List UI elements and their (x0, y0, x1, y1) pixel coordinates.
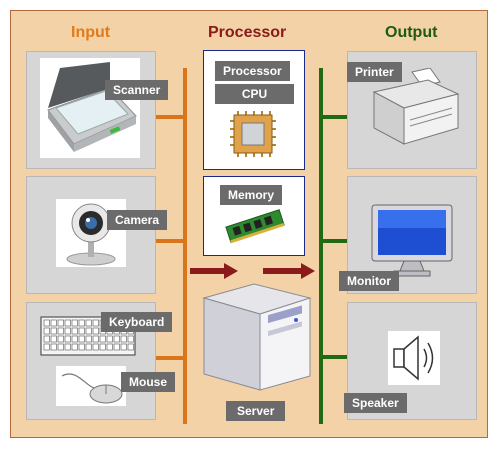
printer-icon (372, 68, 460, 145)
scanner-icon (40, 58, 140, 158)
processor-label: Processor (215, 61, 290, 81)
monitor-label: Monitor (339, 271, 399, 291)
processor-to-output-arrow (263, 263, 315, 279)
cpu-chip-icon (230, 111, 276, 157)
input-to-processor-arrow (190, 263, 238, 279)
printer-label: Printer (347, 62, 402, 82)
memory-label: Memory (220, 185, 283, 205)
speaker-label: Speaker (344, 393, 407, 413)
cpu-label: CPU (215, 84, 294, 104)
keyboard-label: Keyboard (101, 312, 173, 332)
output-title: Output (385, 24, 438, 41)
camera-label: Camera (107, 210, 168, 230)
input-title: Input (71, 24, 111, 41)
processor-title: Processor (208, 24, 287, 41)
server-tower-icon (202, 283, 312, 391)
scanner-label: Scanner (105, 80, 169, 100)
server-label: Server (226, 401, 286, 421)
mouse-icon (56, 366, 126, 406)
monitor-icon (371, 204, 453, 277)
mouse-label: Mouse (121, 372, 176, 392)
memory-module-icon (225, 209, 285, 244)
speaker-icon (388, 331, 440, 385)
